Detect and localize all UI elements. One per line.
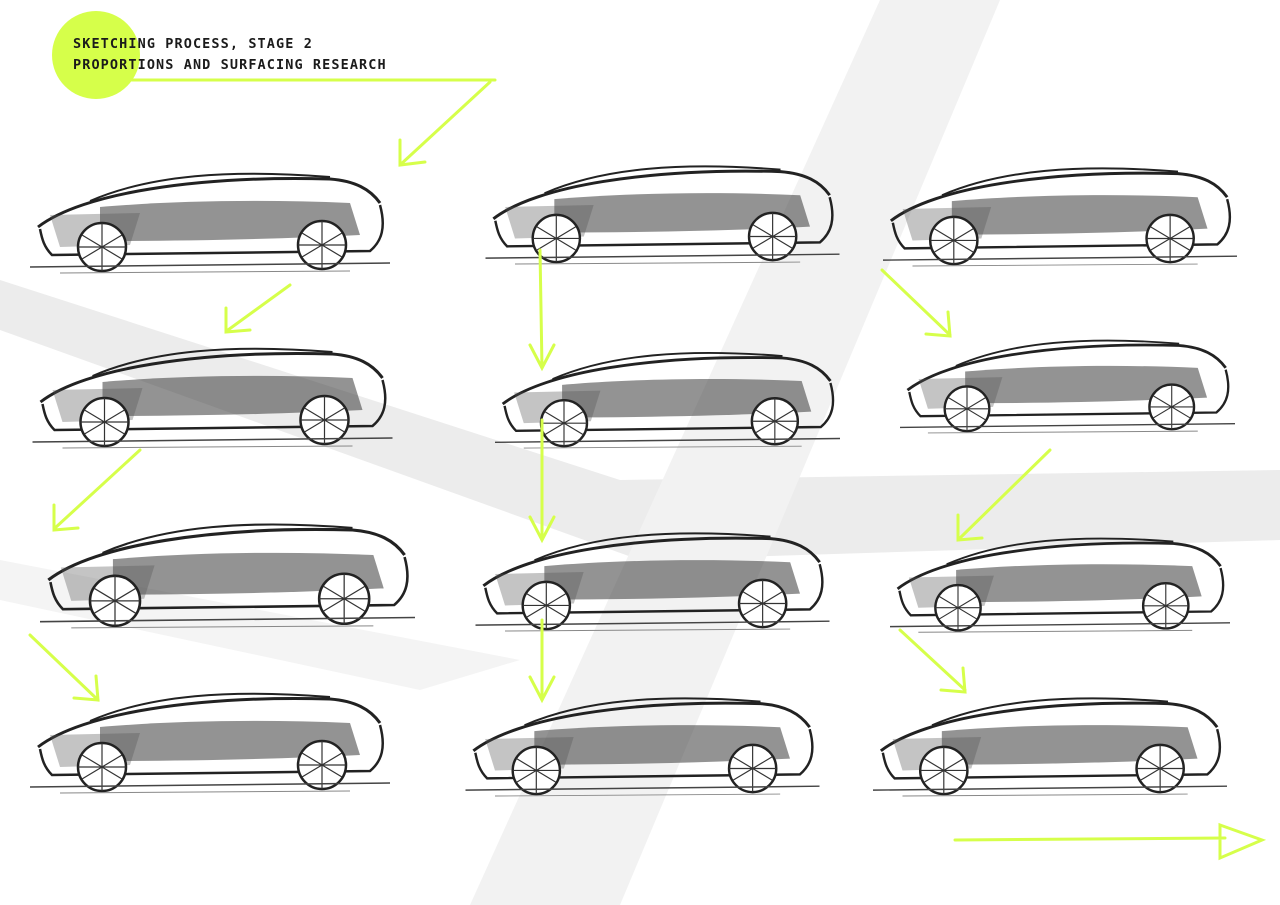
grey-band-light xyxy=(470,0,1000,905)
car-sketch-row2-right xyxy=(900,339,1235,435)
grey-band-diagonal xyxy=(0,280,1280,560)
arrow-icon xyxy=(398,80,492,167)
flow-arrows xyxy=(28,78,1267,861)
car-sketch-row2-left xyxy=(30,347,395,450)
car-sketch-row3-left xyxy=(40,522,415,630)
accent-circle xyxy=(52,11,140,99)
car-sketch-row4-left xyxy=(30,692,390,795)
car-sketch-row3-center xyxy=(473,531,832,633)
arrow-icon xyxy=(528,618,556,704)
arrow-icon xyxy=(52,448,142,532)
car-sketch-row1-right xyxy=(881,166,1239,268)
car-sketch-row2-center xyxy=(493,351,842,450)
arrow-icon xyxy=(898,628,967,694)
arrow-icon xyxy=(224,283,292,334)
car-sketch-row1-center xyxy=(485,164,840,266)
car-sketch-row4-right xyxy=(871,696,1229,798)
car-sketch-row4-center xyxy=(463,696,822,798)
title-line-2: PROPORTIONS AND SURFACING RESEARCH xyxy=(73,57,387,73)
arrow-right-icon xyxy=(953,822,1267,861)
arrow-icon xyxy=(528,248,556,372)
arrow-icon xyxy=(956,448,1052,542)
arrow-icon xyxy=(28,633,100,702)
arrow-icon xyxy=(528,418,556,544)
arrow-icon xyxy=(880,268,952,338)
car-sketch-row1-left xyxy=(30,172,390,275)
car-sketch-row3-right xyxy=(890,537,1230,634)
title-line-1: SKETCHING PROCESS, STAGE 2 xyxy=(73,36,313,52)
